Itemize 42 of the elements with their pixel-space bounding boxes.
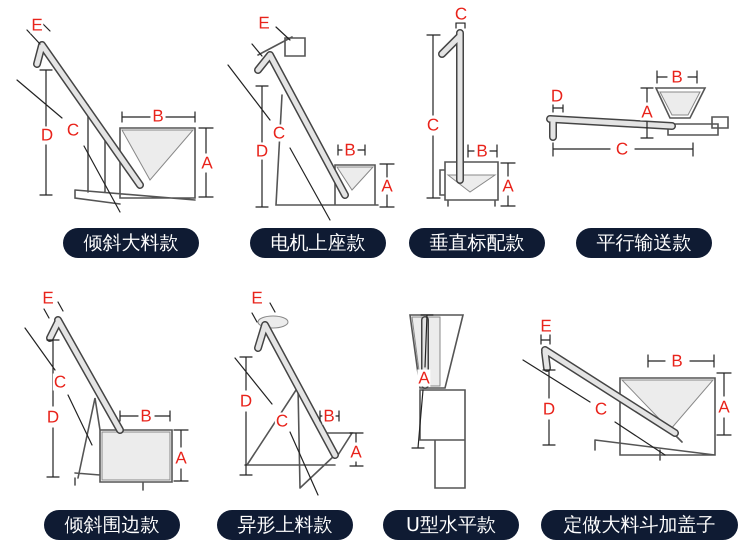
dimension-label: B [670, 68, 684, 86]
dimension-label: B [343, 142, 357, 158]
dimension-label: C [272, 124, 286, 142]
dimension-label: D [550, 88, 564, 104]
caption-pill: 异形上料款 [217, 510, 353, 540]
caption-pill: 倾斜围边款 [44, 510, 180, 540]
dimension-label: C [66, 122, 80, 138]
dimension-label: D [238, 392, 254, 410]
dimension-label: D [40, 126, 54, 144]
caption-pill: U型水平款 [383, 510, 519, 540]
dimension-label: B [151, 108, 165, 124]
dimension-label: A [174, 450, 188, 466]
dimension-label: D [254, 142, 270, 160]
dimension-label: A [200, 154, 214, 172]
dimension-label: B [322, 408, 336, 424]
dimension-label: E [41, 290, 55, 306]
caption-pill: 电机上座款 [250, 228, 386, 258]
dimension-label: C [426, 116, 440, 134]
dimension-label: E [250, 290, 264, 306]
dimension-label: A [501, 178, 515, 194]
caption-pill: 定做大料斗加盖子 [541, 510, 738, 540]
dimension-label: C [614, 140, 630, 158]
dimension-label: A [417, 370, 431, 386]
dimension-label: B [139, 408, 153, 424]
dimension-label: C [52, 374, 68, 390]
dimension-label: B [475, 142, 489, 160]
caption-pill: 平行输送款 [576, 228, 712, 258]
caption-pill: 垂直标配款 [409, 228, 545, 258]
dimension-label: E [30, 16, 44, 34]
dimension-label: E [539, 318, 553, 334]
dimension-label: C [454, 6, 468, 22]
dimension-label: D [46, 408, 60, 426]
dimension-label: E [257, 14, 271, 32]
dimension-label: A [640, 104, 654, 120]
dimension-label: C [274, 412, 290, 430]
dimension-label: A [349, 444, 363, 460]
dimension-label: D [542, 400, 556, 418]
dimension-label: A [380, 178, 394, 194]
dimension-label: C [594, 400, 608, 418]
dimension-label: A [717, 398, 731, 416]
caption-pill: 倾斜大料款 [63, 228, 199, 258]
dimension-label: B [670, 352, 684, 370]
